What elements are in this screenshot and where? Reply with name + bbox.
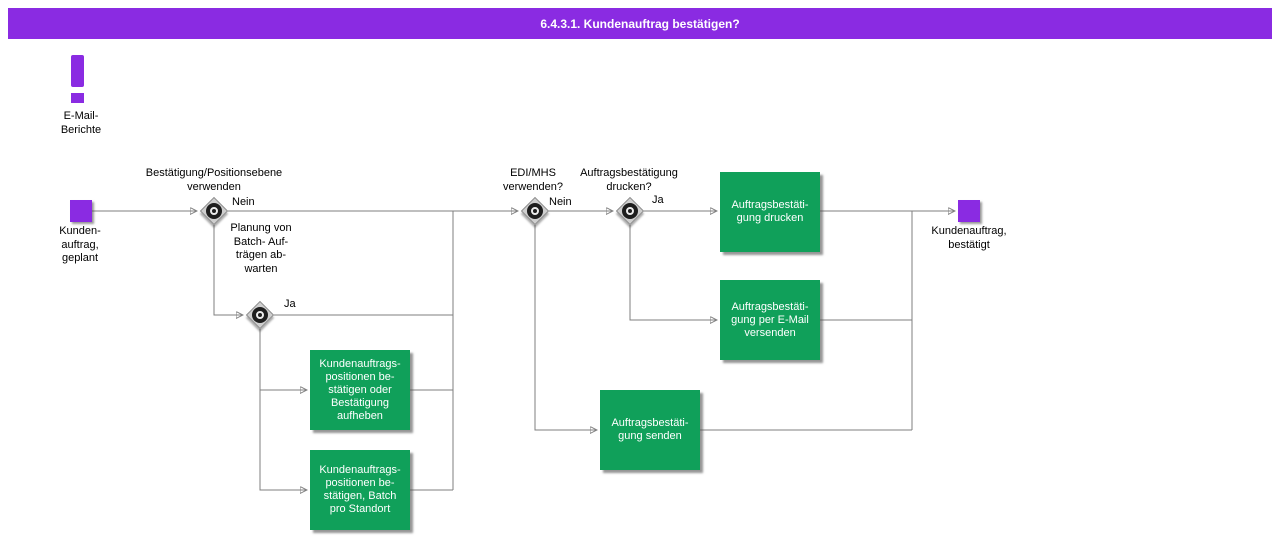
gateway-print	[615, 196, 645, 226]
gateway-edi-label: EDI/MHS verwenden?	[503, 167, 563, 193]
branch-label-ja-2: Ja	[652, 194, 664, 206]
gateway-confirmation-level	[199, 196, 229, 226]
task-email-confirmation: Auftragsbestäti- gung per E-Mail versend…	[720, 280, 820, 360]
task-send-confirmation: Auftragsbestäti- gung senden	[600, 390, 700, 470]
gateway-batch-planning	[245, 300, 275, 330]
diagram-title-bar: 6.4.3.1. Kundenauftrag bestätigen?	[8, 8, 1272, 39]
page-title: 6.4.3.1. Kundenauftrag bestätigen?	[540, 16, 740, 31]
gateway-print-label: Auftragsbestätigung drucken?	[580, 167, 678, 193]
gateway-circle-icon	[252, 307, 268, 323]
connector	[534, 225, 597, 430]
connector	[259, 329, 307, 390]
task-confirm-batch: Kundenauftrags- positionen be- stätigen,…	[310, 450, 410, 530]
note-batch-planning: Planung von Batch- Auf- trägen ab- warte…	[230, 222, 292, 275]
connector	[629, 225, 717, 320]
start-event-label: Kunden- auftrag, geplant	[59, 225, 101, 264]
task-print-confirmation: Auftragsbestäti- gung drucken	[720, 172, 820, 252]
connector	[259, 390, 307, 490]
task-confirm-positions: Kundenauftrags- positionen be- stätigen …	[310, 350, 410, 430]
branch-label-nein-1: Nein	[232, 196, 255, 208]
exclamation-dot	[71, 93, 84, 103]
gateway-confirmation-level-label: Bestätigung/Positionsebene verwenden	[145, 167, 283, 193]
email-reports-label: E-Mail- Berichte	[60, 110, 102, 136]
branch-label-ja-1: Ja	[284, 298, 296, 310]
gateway-circle-icon	[527, 203, 543, 219]
exclamation-bar	[71, 55, 84, 87]
gateway-circle-icon	[206, 203, 222, 219]
exclamation-icon	[68, 55, 88, 105]
connector	[213, 225, 243, 315]
start-event	[70, 200, 92, 222]
branch-label-nein-2: Nein	[549, 196, 572, 208]
gateway-edi	[520, 196, 550, 226]
end-event-label: Kundenauftrag, bestätigt	[931, 225, 1007, 251]
gateway-circle-icon	[622, 203, 638, 219]
end-event	[958, 200, 980, 222]
